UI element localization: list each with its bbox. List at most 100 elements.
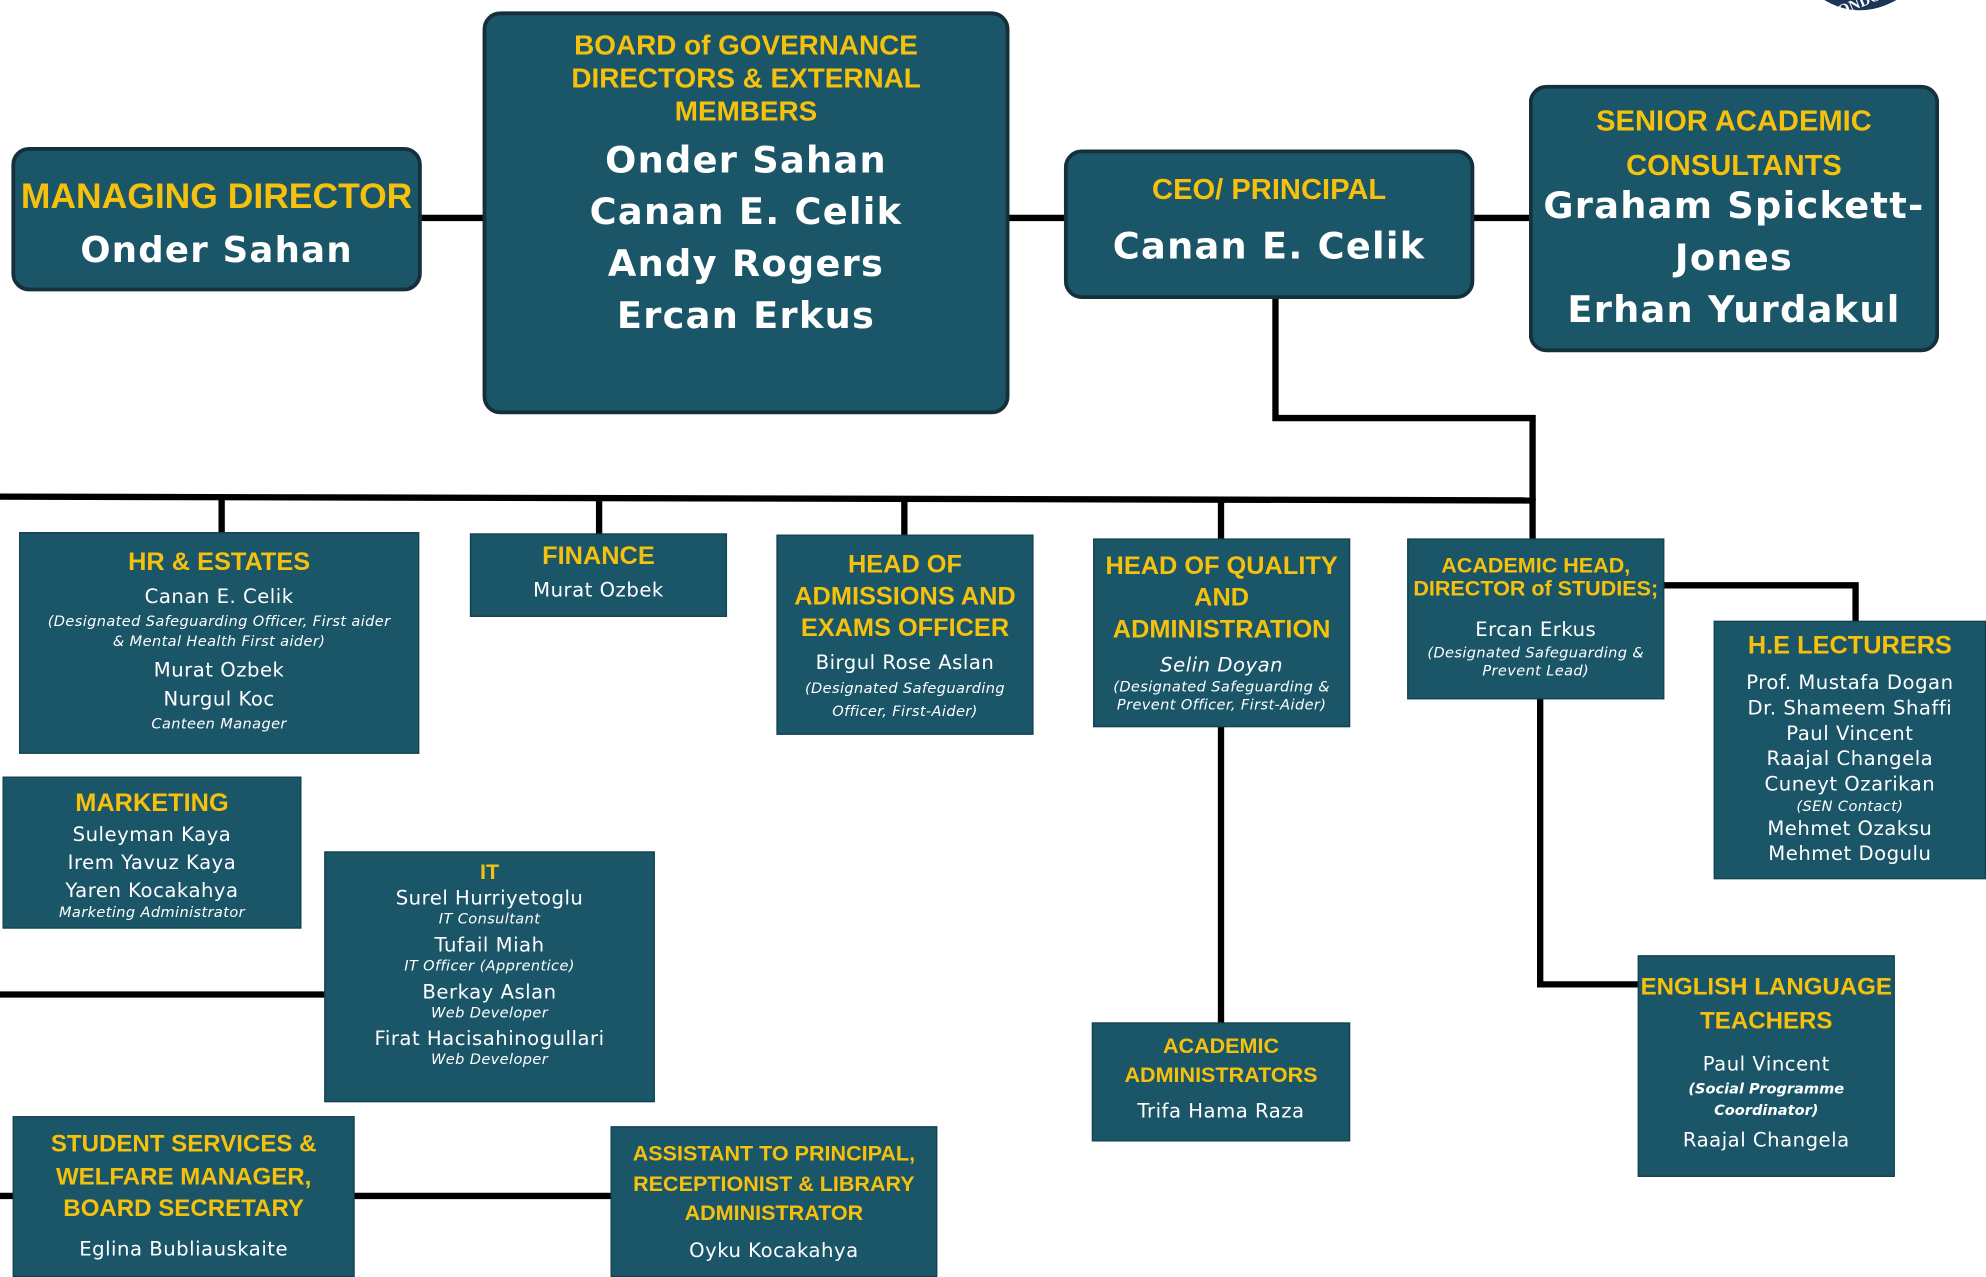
admissions-title-line3: EXAMS OFFICER bbox=[800, 614, 1010, 643]
board-member: Ercan Erkus bbox=[616, 293, 876, 337]
admissions-name: Birgul Rose Aslan bbox=[815, 651, 995, 674]
he-lecturer-name: Cuneyt Ozarikan bbox=[1764, 772, 1936, 796]
academic-admins-box: ACADEMIC ADMINISTRATORS Trifa Hama Raza bbox=[1091, 1022, 1351, 1142]
finance-title: FINANCE bbox=[542, 542, 655, 571]
it-box: IT Surel Hurriyetoglu IT Consultant Tufa… bbox=[324, 851, 655, 1103]
admissions-note-line1: (Designated Safeguarding bbox=[804, 678, 1005, 697]
english-teachers-name-2: Raajal Changela bbox=[1682, 1129, 1850, 1152]
senior-consultants-title: SENIOR ACADEMIC CONSULTANTS bbox=[1533, 99, 1936, 188]
board-member: Onder Sahan bbox=[605, 137, 887, 181]
marketing-list: Suleyman Kaya Irem Yavuz Kaya Yaren Koca… bbox=[4, 820, 300, 904]
ceo-box: CEO/ PRINCIPAL Canan E. Celik bbox=[1063, 149, 1475, 299]
english-teachers-note-line2: Coordinator) bbox=[1714, 1100, 1819, 1119]
academic-head-note: (Designated Safeguarding & Prevent Lead) bbox=[1408, 643, 1663, 679]
ceo-name: Canan E. Celik bbox=[1112, 224, 1426, 268]
hr-note-3: Canteen Manager bbox=[151, 713, 287, 732]
it-staff-role: IT Consultant bbox=[438, 909, 541, 928]
admissions-box: HEAD OF ADMISSIONS AND EXAMS OFFICER Bir… bbox=[776, 534, 1034, 735]
he-lecturers-note: (SEN Contact) bbox=[1796, 796, 1904, 815]
it-staff-role: Web Developer bbox=[430, 1003, 549, 1022]
academic-admins-name: Trifa Hama Raza bbox=[1137, 1099, 1305, 1123]
admissions-title-line1: HEAD OF bbox=[847, 551, 962, 579]
connector-he-lecturers bbox=[1659, 582, 1859, 624]
it-staff-member: Tufail Miah IT Officer (Apprentice) bbox=[326, 932, 654, 973]
student-services-title-line2: WELFARE MANAGER, bbox=[55, 1163, 312, 1191]
assistant-title: ASSISTANT TO PRINCIPAL, RECEPTIONIST & L… bbox=[612, 1139, 936, 1228]
academic-admins-title-line2: ADMINISTRATORS bbox=[1124, 1062, 1318, 1088]
quality-title-line3: ADMINISTRATION bbox=[1112, 615, 1331, 644]
academic-head-title: ACADEMIC HEAD, DIRECTOR of STUDIES; bbox=[1408, 553, 1663, 601]
hr-note-1: (Designated Safeguarding Officer, First … bbox=[20, 610, 418, 651]
senior-consultants-title-line1: SENIOR ACADEMIC bbox=[1596, 103, 1872, 137]
assistant-box: ASSISTANT TO PRINCIPAL, RECEPTIONIST & L… bbox=[610, 1126, 938, 1277]
academic-head-title-line1: ACADEMIC HEAD, bbox=[1441, 553, 1631, 578]
marketing-name: Yaren Kocakahya bbox=[65, 878, 239, 902]
it-staff-member: Firat Hacisahinogullari Web Developer bbox=[326, 1026, 654, 1067]
board-title-line1: BOARD of GOVERNANCE bbox=[574, 29, 918, 61]
academic-admins-title-line1: ACADEMIC bbox=[1162, 1033, 1280, 1058]
quality-title-line1: HEAD OF QUALITY bbox=[1105, 552, 1338, 581]
managing-director-title: MANAGING DIRECTOR bbox=[20, 176, 413, 216]
he-lecturer-name: Dr. Shameem Shaffi bbox=[1747, 696, 1953, 720]
managing-director-name: Onder Sahan bbox=[80, 229, 353, 272]
english-teachers-title: ENGLISH LANGUAGE TEACHERS bbox=[1639, 970, 1894, 1038]
it-title: IT bbox=[479, 860, 500, 885]
he-lecturer-name: Raajal Changela bbox=[1766, 746, 1934, 770]
marketing-name: Suleyman Kaya bbox=[72, 822, 232, 846]
he-lecturers-list-2: Mehmet Ozaksu Mehmet Dogulu bbox=[1715, 815, 1985, 866]
he-lecturer-name: Paul Vincent bbox=[1786, 721, 1914, 745]
student-services-title-line3: BOARD SECRETARY bbox=[63, 1195, 304, 1223]
hr-note-1-line2: & Mental Health First aider) bbox=[112, 631, 326, 650]
marketing-note: Marketing Administrator bbox=[58, 902, 246, 921]
academic-head-name: Ercan Erkus bbox=[1475, 618, 1597, 642]
senior-consultants-names: Graham Spickett- Jones Erhan Yurdakul bbox=[1533, 180, 1936, 336]
college-logo: LONDON bbox=[1824, 0, 1897, 23]
it-staff-role: Web Developer bbox=[430, 1050, 549, 1069]
english-teachers-title-line1: ENGLISH LANGUAGE bbox=[1640, 974, 1892, 1001]
hr-note-1-line1: (Designated Safeguarding Officer, First … bbox=[47, 611, 391, 630]
connector-english-teachers bbox=[1537, 696, 1641, 988]
board-title: BOARD of GOVERNANCE DIRECTORS & EXTERNAL… bbox=[486, 29, 1005, 128]
board-title-line2: DIRECTORS & EXTERNAL bbox=[571, 62, 921, 94]
academic-head-note-line1: (Designated Safeguarding & bbox=[1427, 643, 1645, 662]
assistant-title-line1: ASSISTANT TO PRINCIPAL, bbox=[632, 1141, 916, 1166]
senior-consultants-title-line2: CONSULTANTS bbox=[1626, 148, 1842, 182]
marketing-name: Irem Yavuz Kaya bbox=[67, 850, 237, 874]
he-lecturers-list: Prof. Mustafa Dogan Dr. Shameem Shaffi P… bbox=[1715, 670, 1985, 797]
quality-note: (Designated Safeguarding & Prevent Offic… bbox=[1094, 678, 1349, 714]
hr-name-2: Murat Ozbek bbox=[153, 658, 285, 682]
academic-admins-title: ACADEMIC ADMINISTRATORS bbox=[1093, 1031, 1349, 1089]
it-staff-name: Firat Hacisahinogullari bbox=[374, 1027, 605, 1051]
assistant-title-line3: ADMINISTRATOR bbox=[684, 1201, 864, 1226]
he-lecturer-name: Prof. Mustafa Dogan bbox=[1746, 670, 1954, 694]
english-teachers-note: (Social Programme Coordinator) bbox=[1639, 1078, 1894, 1120]
student-services-box: STUDENT SERVICES & WELFARE MANAGER, BOAR… bbox=[12, 1116, 355, 1277]
admissions-title-line2: ADMISSIONS AND bbox=[794, 582, 1016, 611]
senior-consultants-box: SENIOR ACADEMIC CONSULTANTS Graham Spick… bbox=[1528, 84, 1940, 353]
quality-title: HEAD OF QUALITY AND ADMINISTRATION bbox=[1094, 551, 1349, 646]
admissions-note-line2: Officer, First-Aider) bbox=[832, 702, 978, 720]
finance-name: Murat Ozbek bbox=[533, 578, 664, 602]
student-services-name: Eglina Bubliauskaite bbox=[79, 1237, 289, 1260]
board-title-line3: MEMBERS bbox=[674, 94, 818, 127]
it-staff-name: Berkay Aslan bbox=[422, 980, 557, 1004]
english-teachers-box: ENGLISH LANGUAGE TEACHERS Paul Vincent (… bbox=[1637, 955, 1895, 1177]
admissions-note: (Designated Safeguarding Officer, First-… bbox=[778, 676, 1033, 723]
board-member: Canan E. Celik bbox=[589, 189, 903, 233]
quality-note-line2: Prevent Officer, First-Aider) bbox=[1116, 695, 1327, 713]
quality-name: Selin Doyan bbox=[1160, 653, 1284, 677]
senior-consultant-name: Graham Spickett- bbox=[1543, 183, 1925, 227]
marketing-title: MARKETING bbox=[75, 789, 229, 818]
english-teachers-name-1: Paul Vincent bbox=[1702, 1052, 1830, 1076]
assistant-name: Oyku Kocakahya bbox=[689, 1238, 859, 1262]
senior-consultant-name: Erhan Yurdakul bbox=[1567, 287, 1901, 331]
it-staff: Surel Hurriyetoglu IT Consultant Tufail … bbox=[326, 886, 654, 1067]
it-staff-name: Tufail Miah bbox=[434, 933, 545, 957]
he-lecturer-name: Mehmet Dogulu bbox=[1768, 841, 1932, 865]
student-services-title-line1: STUDENT SERVICES & bbox=[50, 1131, 317, 1158]
board-box: BOARD of GOVERNANCE DIRECTORS & EXTERNAL… bbox=[482, 11, 1010, 415]
board-members: Onder Sahan Canan E. Celik Andy Rogers E… bbox=[486, 134, 1005, 342]
assistant-title-line2: RECEPTIONIST & LIBRARY bbox=[633, 1171, 915, 1196]
